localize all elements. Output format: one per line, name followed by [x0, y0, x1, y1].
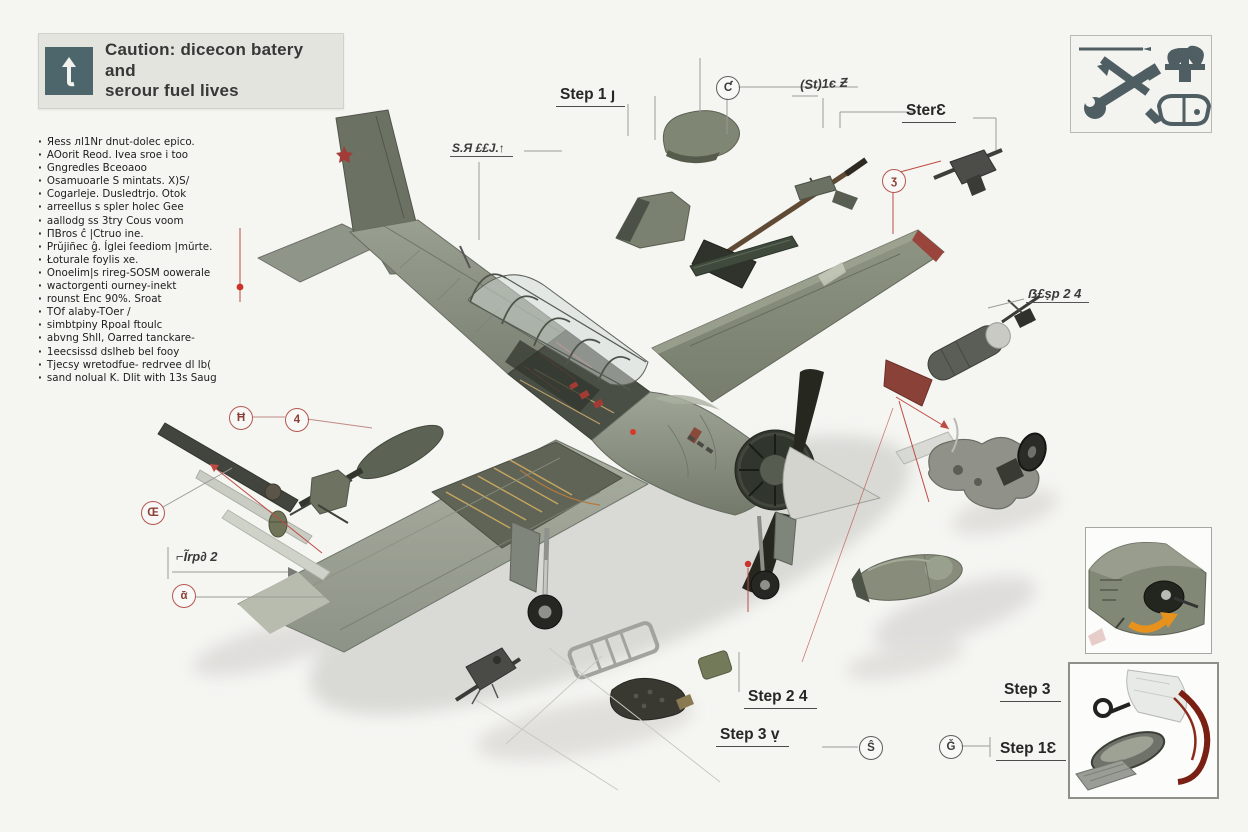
flat-plate-part	[1075, 759, 1137, 791]
callout-marker-h: Ħ	[229, 406, 253, 430]
label-tirp-2: ⌐Ĩrp∂ 2	[176, 549, 218, 564]
label-step-16: Step 1Ɛ	[996, 740, 1067, 761]
parts-checklist: Яess лl1Nr dnut-dolec epico. AOorit Reod…	[36, 136, 251, 385]
callout-marker-s: Ŝ	[859, 736, 883, 760]
red-dots	[236, 283, 752, 568]
checklist-item: Prŭjiñec ĝ. Íglei ſeediom |mŭrte.	[36, 241, 251, 254]
tools-panel	[1070, 35, 1212, 133]
arrowhead-gray	[288, 567, 298, 577]
callout-marker-c: Ƈ	[716, 76, 740, 100]
callout-marker-a: ᾱ	[172, 584, 196, 608]
callout-marker-oe: Œ	[141, 501, 165, 525]
turn-up-arrow-icon	[45, 47, 93, 96]
leader-lines-red	[209, 160, 950, 663]
inset-tail-detail	[1085, 527, 1212, 654]
callout-marker-g: Ǧ	[939, 735, 963, 759]
cable-ring	[1093, 698, 1131, 718]
clamp-tool-icon	[1165, 45, 1205, 82]
checklist-item: 1eecsissd dslheb bel fooy	[36, 346, 251, 359]
ground-shadows	[192, 435, 1059, 760]
caution-banner: Caution: dicecon batery and serour fuel …	[38, 33, 344, 110]
wrench-and-screwdriver-crossed-icon	[1084, 56, 1163, 124]
checklist-item: Tjecsy wretodfue- redrvee dl lb(	[36, 359, 251, 372]
label-scribble-st1: (St)1є Ƶ	[799, 74, 849, 93]
caution-text: Caution: dicecon batery and serour fuel …	[105, 40, 337, 102]
checklist-item: aallodg ss 3try Cous voom	[36, 215, 251, 228]
airframe	[237, 109, 945, 653]
label-step-3-v: Step 3 ṿ	[716, 726, 790, 747]
checklist-item: sand nolual K. Dlit with 13s Saug	[36, 372, 251, 385]
red-cable	[1177, 689, 1211, 785]
callout-marker-3: ʒ	[882, 169, 906, 193]
checklist-item: Яess лl1Nr dnut-dolec epico.	[36, 136, 251, 149]
label-step-1: Step 1 ȷ	[556, 86, 626, 107]
checklist-item: rounst Enc 90%. Sroat	[36, 293, 251, 306]
checklist-item: simbtpiny Rpoal ftoulc	[36, 319, 251, 332]
orange-rotate-arrow-icon	[1128, 612, 1178, 633]
label-step-3: Step 3	[1000, 681, 1061, 702]
safety-goggles-icon	[1156, 94, 1212, 126]
checklist-item: Łoturale foylis xe.	[36, 254, 251, 267]
checklist-item: Gngredles Bceoaoo	[36, 162, 251, 175]
checklist-item: AOorit Reod. Ivea sroe i too	[36, 149, 251, 162]
checklist-item: Cogarleje. Dusledtrjo. Otok	[36, 188, 251, 201]
label-ster-2: SterƐ	[902, 102, 956, 123]
checklist-item: arreellus s spler holec Gee	[36, 201, 251, 214]
checklist-item: Onoelim|s rireg-SOSM oowerale	[36, 267, 251, 280]
checklist-item: abvng Shll, Oarred tanckare-	[36, 332, 251, 345]
screwdriver-shaft-icon	[1079, 47, 1151, 51]
label-red-scribble: S.Я ££J.↑	[450, 141, 513, 157]
checklist-item: TOf alaby-TOer /	[36, 306, 251, 319]
inset-wiring-detail	[1068, 662, 1219, 799]
label-sfsp-2-4: ẞ£ṣp 2 4	[1026, 286, 1090, 303]
checklist-item: Osamuoarle S mintats. X)S/	[36, 175, 251, 188]
red-arrowheads	[210, 420, 949, 472]
callout-marker-4: 4	[285, 408, 309, 432]
caution-line-2: serour fuel lives	[105, 81, 239, 101]
caution-line-1: Caution: dicecon batery and	[105, 40, 304, 80]
label-step-2-4: Step 2 4	[744, 688, 818, 709]
checklist-item: wactorgenti ourney-inekt	[36, 280, 251, 293]
checklist-item: ПBros ĉ |Ctruo ine.	[36, 228, 251, 241]
pod-part	[1090, 731, 1166, 773]
